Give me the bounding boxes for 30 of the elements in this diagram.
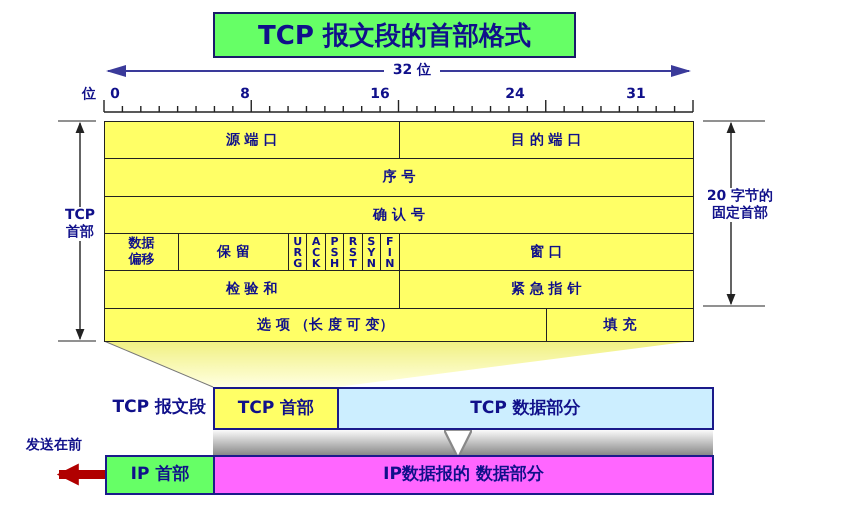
field-cell: ACK bbox=[306, 233, 326, 271]
diagram-title: TCP 报文段的首部格式 bbox=[213, 12, 576, 58]
field-cell: 紧 急 指 针 bbox=[398, 270, 694, 309]
field-cell: URG bbox=[288, 233, 308, 271]
field-cell: 窗 口 bbox=[398, 233, 694, 271]
field-cell: 源 端 口 bbox=[104, 121, 400, 159]
field-cell: 填 充 bbox=[546, 308, 694, 342]
field-cell: 选 项 （长 度 可 变） bbox=[104, 308, 547, 342]
field-cell: RST bbox=[343, 233, 363, 271]
field-cell: FIN bbox=[380, 233, 400, 271]
header-segment: IP 首部 bbox=[105, 455, 215, 495]
field-cell: 检 验 和 bbox=[104, 270, 400, 309]
field-cell: 目 的 端 口 bbox=[398, 121, 694, 159]
label-text: 8 bbox=[239, 86, 251, 103]
label-text: 16 bbox=[369, 86, 391, 103]
label-text: TCP 报文段 bbox=[112, 397, 207, 418]
label-text: 31 bbox=[625, 86, 647, 103]
label-text: 0 bbox=[109, 86, 121, 103]
field-cell: 数据偏移 bbox=[104, 233, 179, 271]
field-cell: 保 留 bbox=[178, 233, 290, 271]
label-text: 位 bbox=[80, 86, 97, 103]
data-segment: IP数据报的 数据部分 bbox=[213, 455, 714, 495]
data-segment: TCP 数据部分 bbox=[337, 387, 714, 430]
label-text: 32 位 bbox=[384, 62, 440, 79]
field-cell: 序 号 bbox=[104, 158, 694, 197]
label-text: 发送在前 bbox=[24, 437, 83, 454]
header-segment: TCP 首部 bbox=[213, 387, 339, 430]
field-cell: 确 认 号 bbox=[104, 196, 694, 234]
label-text: 24 bbox=[504, 86, 526, 103]
arrow bbox=[56, 464, 105, 486]
